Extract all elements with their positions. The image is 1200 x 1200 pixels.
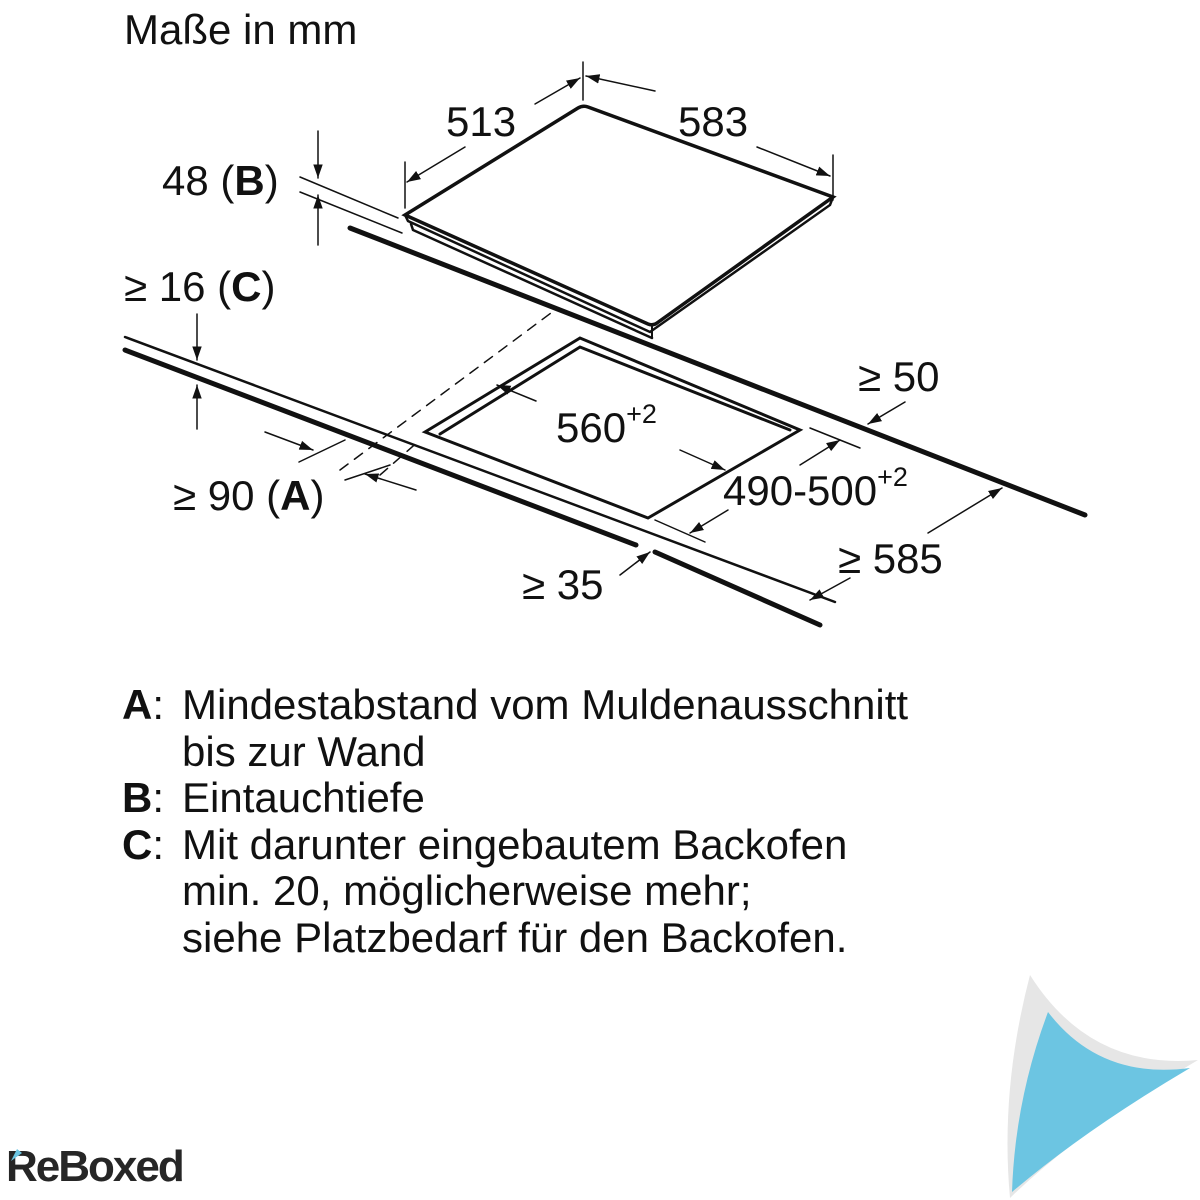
legend-item-b: B: Eintauchtiefe <box>122 774 425 821</box>
cutout-outline <box>421 336 804 520</box>
dim-rear-distance: ≥ 50 <box>858 353 940 400</box>
reboxed-logo: ReBoxed <box>6 1142 185 1191</box>
dim-hob-depth: 513 <box>446 98 517 145</box>
page-curl-icon <box>1007 975 1198 1198</box>
dim-hob-width: 583 <box>678 98 749 145</box>
dim-worktop-depth: ≥ 585 <box>838 535 943 582</box>
dim-wall-distance: ≥ 90 (A) <box>173 472 325 519</box>
dim-cutout-depth: 490-500+2 <box>723 462 908 514</box>
worktop-front-edge-top <box>123 335 837 604</box>
dim-worktop-thickness: ≥ 16 (C) <box>124 263 276 310</box>
dim-immersion-depth: 48 (B) <box>162 157 279 204</box>
dim-cutout-width: 560+2 <box>556 399 657 451</box>
legend-item-a: A: Mindestabstand vom Muldenausschnitt b… <box>122 681 909 775</box>
logo-corner-icon <box>11 1149 22 1161</box>
dim-front-distance: ≥ 35 <box>522 561 604 608</box>
legend-item-c: C: Mit darunter eingebautem Backofen min… <box>122 820 848 961</box>
legend: A: Mindestabstand vom Muldenausschnitt b… <box>122 681 909 961</box>
worktop-rear-edge <box>347 225 1088 518</box>
page-title: Maße in mm <box>124 6 358 53</box>
